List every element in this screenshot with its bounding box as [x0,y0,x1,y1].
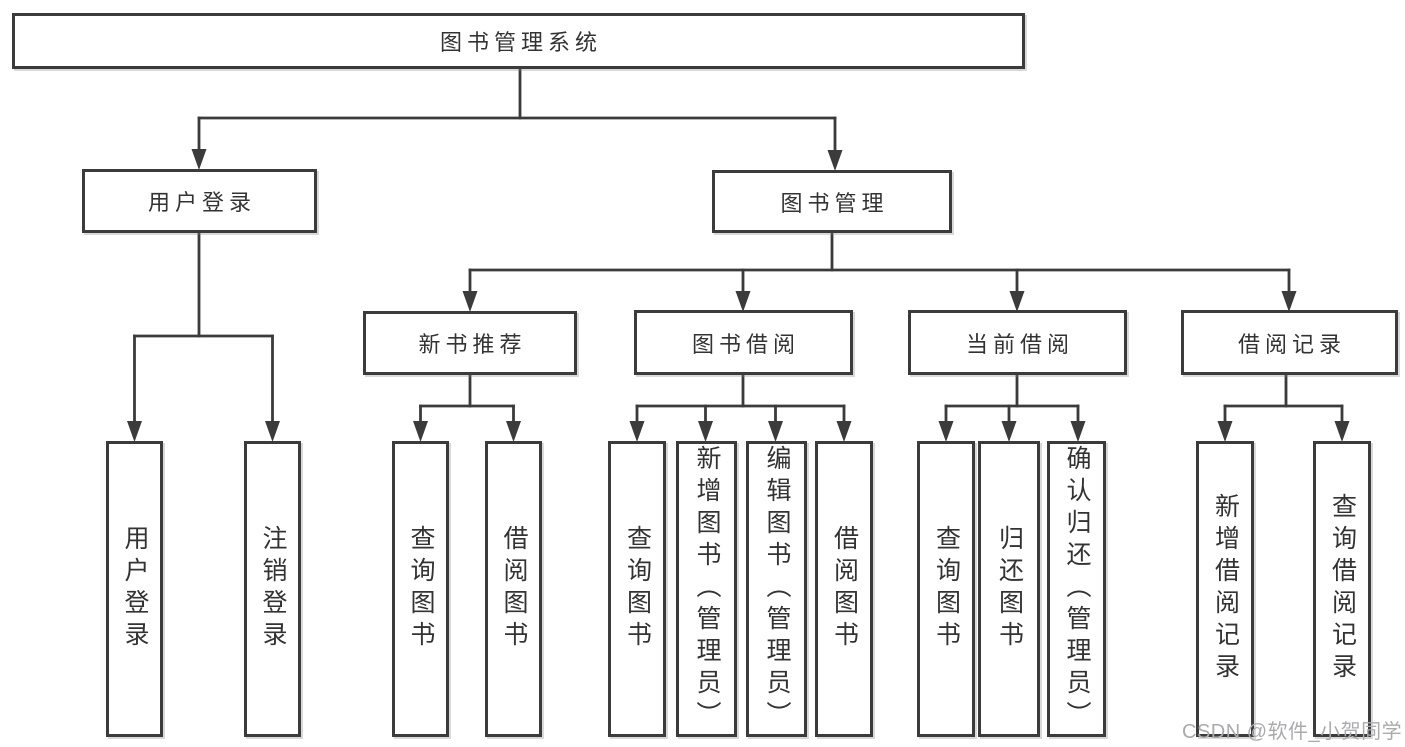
leaf-borrow-books: 借阅图书 [815,441,873,737]
leaf-return-books: 归还图书 [978,441,1040,737]
node-label: 用户登录 [147,190,256,215]
connector-new-book [413,373,521,442]
leaf-label: 查询图书 [932,525,961,653]
connector-book-management [462,231,1297,312]
leaf-query-books-borrow: 查询图书 [608,441,666,737]
leaf-label: 借阅图书 [500,525,528,653]
node-label: 新书推荐 [418,332,527,357]
node-label: 当前借阅 [965,331,1074,357]
leaf-label: 新增图书（管理员） [693,445,721,733]
leaf-logout: 注销登录 [244,441,301,737]
leaf-query-books-current: 查询图书 [917,441,975,737]
leaf-add-books-admin: 新增图书（管理员） [676,441,737,737]
leaf-user-login: 用户登录 [106,441,163,737]
leaf-label: 借阅图书 [830,525,859,653]
leaf-label: 查询图书 [407,525,435,653]
leaf-label: 归还图书 [995,525,1024,653]
leaf-label: 查询图书 [623,525,652,653]
connector-user-login [127,231,280,442]
connector-borrow-record [1217,372,1350,442]
connector-root [191,68,843,171]
node-new-book-recommend: 新书推荐 [363,311,577,375]
node-user-login-group: 用户登录 [82,169,317,233]
leaf-add-borrow-record: 新增借阅记录 [1196,441,1254,737]
leaf-label: 新增借阅记录 [1211,493,1240,685]
node-label: 图书借阅 [691,331,800,357]
node-book-borrow: 图书借阅 [634,310,853,375]
leaf-query-books-recommend: 查询图书 [392,441,449,737]
leaf-label: 编辑图书（管理员） [763,445,791,733]
node-label: 图书管理系统 [439,30,602,55]
leaf-label: 用户登录 [121,525,149,653]
node-borrow-record: 借阅记录 [1181,310,1398,375]
node-current-borrow: 当前借阅 [908,310,1127,375]
leaf-query-borrow-record: 查询借阅记录 [1313,441,1371,737]
leaf-confirm-return-admin: 确认归还（管理员） [1047,441,1106,737]
node-label: 图书管理 [780,190,889,216]
node-book-management: 图书管理 [712,170,952,233]
watermark-text: CSDN @软件_小贺同学 [1182,721,1403,743]
connector-book-borrow [629,372,852,442]
leaf-label: 确认归还（管理员） [1063,445,1091,733]
leaf-label: 查询借阅记录 [1328,493,1357,685]
leaf-borrow-books-recommend: 借阅图书 [485,441,542,737]
connector-current-borrow [938,372,1086,442]
node-library-system: 图书管理系统 [12,13,1025,69]
leaf-edit-books-admin: 编辑图书（管理员） [746,441,807,737]
leaf-label: 注销登录 [259,525,287,653]
node-label: 借阅记录 [1237,331,1346,357]
